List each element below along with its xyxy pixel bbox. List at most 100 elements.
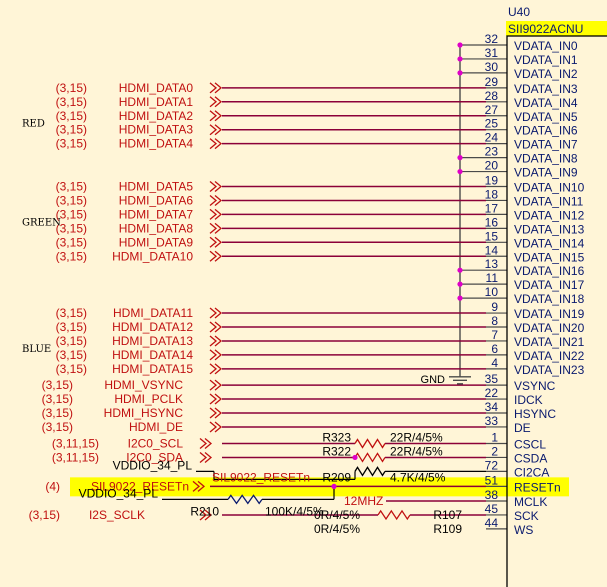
pin-number: 44: [485, 516, 499, 530]
signal-label: I2C0_SDA: [126, 450, 183, 464]
resistor-ref: R109: [433, 522, 462, 536]
junction-dot: [457, 42, 463, 48]
page-ref-label: (3,11,15): [52, 437, 99, 451]
connector-chevron-icon: [209, 393, 223, 405]
pin-name: VDATA_IN9: [514, 166, 578, 180]
signal-label: HDMI_DATA7: [119, 207, 194, 221]
pin-number: 25: [485, 117, 499, 131]
ground-icon: [449, 376, 471, 385]
clock-note: 12MHZ: [344, 494, 383, 508]
pin-number: 20: [485, 159, 499, 173]
resistor-symbol: [354, 438, 386, 449]
resistor-ref: R322: [322, 444, 351, 458]
pin-name: VDATA_IN18: [514, 292, 585, 306]
junction-dot: [331, 483, 337, 489]
signal-label: HDMI_DATA15: [112, 362, 193, 376]
pin-name: MCLK: [514, 495, 547, 509]
page-ref-label: (3,15): [56, 221, 87, 235]
part-layer: [192, 21, 607, 587]
pin-number: 31: [485, 46, 499, 60]
pin-name: VDATA_IN10: [514, 181, 585, 195]
pin-name: VSYNC: [514, 379, 556, 393]
pin-number: 17: [485, 201, 499, 215]
page-ref-label: (3,15): [56, 180, 87, 194]
resistor-value: 22R/4/5%: [390, 444, 443, 458]
connector-chevron-icon: [199, 438, 213, 449]
signal-label: HDMI_DATA5: [119, 180, 194, 194]
resistor-symbol: [354, 466, 386, 477]
connector-chevron-icon: [209, 181, 223, 192]
pin-name: VDATA_IN17: [514, 278, 585, 292]
connector-chevron-icon: [209, 208, 223, 220]
connector-chevron-icon: [199, 451, 213, 463]
pin-name: DE: [514, 421, 531, 435]
pin-number: 22: [485, 386, 499, 400]
pin-number: 38: [485, 488, 499, 502]
connector-chevron-icon: [209, 349, 223, 361]
pin-number: 45: [485, 502, 499, 516]
pin-name: VDATA_IN2: [514, 67, 578, 81]
connector-chevron-icon: [209, 236, 223, 248]
group-label: BLUE: [22, 344, 51, 355]
signal-label: HDMI_DE: [129, 420, 183, 434]
page-ref-label: (3,15): [56, 137, 87, 151]
signal-label: HDMI_HSYNC: [104, 406, 184, 420]
connector-chevron-icon: [209, 379, 223, 391]
pin-number: 16: [485, 215, 499, 229]
page-ref-label: (4): [45, 479, 60, 493]
resistor-ref: R323: [322, 431, 351, 445]
pin-number: 24: [485, 131, 499, 145]
pin-name: VDATA_IN19: [514, 307, 585, 321]
resistor-ref: R107: [433, 508, 462, 522]
connector-chevron-icon: [192, 480, 206, 492]
pin-name: CI2CA: [514, 465, 549, 479]
pin-number: 30: [485, 60, 499, 74]
signal-label: HDMI_VSYNC: [104, 378, 183, 392]
signal-label: HDMI_DATA6: [119, 193, 194, 207]
page-ref-label: (3,15): [56, 123, 87, 137]
signal-label: I2S_SCLK: [89, 508, 145, 522]
pin-name: VDATA_IN12: [514, 208, 585, 222]
wire-layer: [70, 44, 569, 530]
pin-name: HSYNC: [514, 407, 556, 421]
pin-name: VDATA_IN8: [514, 152, 578, 166]
page-ref-label: (3,15): [56, 235, 87, 249]
page-ref-label: (3,15): [56, 193, 87, 207]
pin-name: SCK: [514, 509, 539, 523]
connector-chevron-icon: [209, 407, 223, 419]
signal-label: HDMI_DATA11: [113, 306, 193, 320]
pin-number: 6: [491, 342, 498, 356]
page-ref-label: (3,15): [56, 207, 87, 221]
pin-number: 9: [491, 300, 498, 314]
signal-label: HDMI_DATA1: [119, 95, 194, 109]
pin-number: 15: [485, 229, 499, 243]
page-ref-label: (3,15): [56, 81, 87, 95]
page-ref-label: (3,15): [56, 109, 87, 123]
power-net-label: VDDIO_34_PL: [113, 458, 193, 472]
pin-number: 18: [485, 187, 499, 201]
pin-name: VDATA_IN14: [514, 236, 585, 250]
page-ref-label: (3,11,15): [52, 450, 99, 464]
signal-label: HDMI_DATA13: [112, 334, 193, 348]
pin-number: 28: [485, 89, 499, 103]
junction-dot: [457, 267, 463, 273]
page-ref-label: (3,15): [56, 306, 87, 320]
chip-part-number: SII9022ACNU: [508, 22, 583, 36]
pin-number: 11: [486, 271, 499, 285]
pin-number: 32: [485, 32, 499, 46]
signal-label: HDMI_DATA9: [119, 235, 194, 249]
page-ref-label: (3,15): [42, 392, 73, 406]
signal-label: I2C0_SCL: [128, 437, 184, 451]
pin-number: 2: [491, 444, 498, 458]
pin-name: IDCK: [514, 393, 543, 407]
gnd-label: GND: [421, 374, 446, 386]
signal-label: HDMI_PCLK: [114, 392, 183, 406]
pin-name: CSCL: [514, 438, 546, 452]
pin-number: 10: [485, 285, 499, 299]
resistor-value: 100K/4/5%: [265, 504, 324, 518]
pin-name: VDATA_IN3: [514, 82, 578, 96]
junction-dot: [352, 454, 358, 461]
junction-dot: [457, 70, 463, 76]
connector-chevron-icon: [209, 124, 223, 136]
